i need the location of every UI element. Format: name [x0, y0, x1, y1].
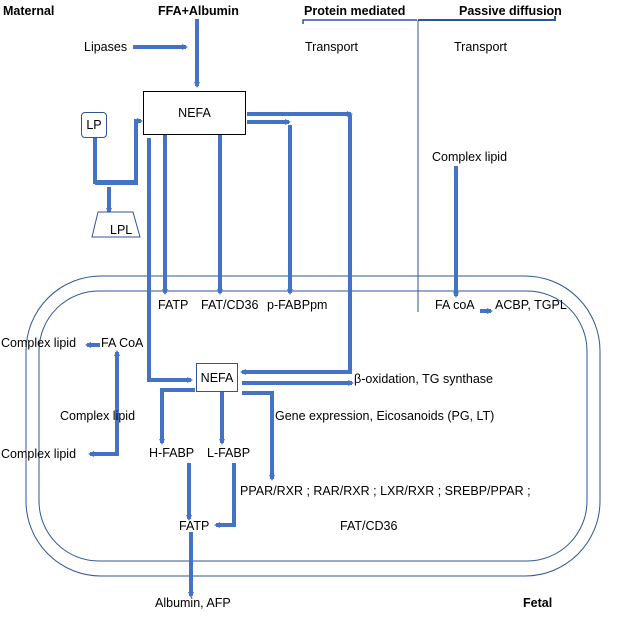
lp-box: LP [81, 112, 107, 138]
fatcd36-fetal-label: FAT/CD36 [340, 519, 398, 533]
protein-mediated-bracket [302, 19, 417, 24]
fatcd36-membrane-label: FAT/CD36 [201, 298, 259, 312]
pfabppm-membrane-label: p-FABPpm [267, 298, 328, 312]
ffa-albumin-label: FFA+Albumin [158, 4, 239, 18]
maternal-label: Maternal [3, 4, 55, 18]
nefa-fetal-label: NEFA [200, 370, 234, 385]
arrow-beta-ox-to-inner-nefa [240, 115, 352, 375]
header-divider [302, 16, 556, 312]
complex-lipid-maternal-label: Complex lipid [432, 150, 508, 164]
membrane-inner [38, 290, 588, 562]
nefa-maternal-label: NEFA [178, 106, 211, 120]
lipases-label: Lipases [84, 40, 128, 54]
gene-expression-label: Gene expression, Eicosanoids (PG, LT) [275, 409, 495, 423]
complex-lipid-fetal-1-label: Complex lipid [1, 336, 77, 350]
arrow-inner-nefa-to-hfabp [159, 388, 195, 445]
arrow-inner-nefa-to-gene-expression [242, 391, 275, 481]
hfabp-label: H-FABP [149, 446, 195, 460]
transport-label-passive: Transport [454, 40, 508, 54]
arrow-nefa-bypass-to-inner-nefa [147, 138, 193, 383]
arrow-lfabp-to-fatp [214, 463, 236, 528]
fatp-fetal-label: FATP [179, 519, 210, 533]
transport-label-protein: Transport [305, 40, 359, 54]
nefa-maternal-box: NEFA [143, 91, 246, 135]
fetal-label: Fetal [523, 596, 553, 610]
albumin-afp-label: Albumin, AFP [155, 596, 231, 610]
lpl-shape [91, 211, 141, 238]
lfabp-label: L-FABP [207, 446, 251, 460]
complex-lipid-fetal-2-label: Complex lipid [60, 409, 136, 423]
passive-diffusion-bracket [418, 16, 556, 21]
fatp-membrane-label: FATP [158, 298, 189, 312]
beta-oxidation-label: β-oxidation, TG synthase [354, 372, 493, 386]
passive-diffusion-label: Passive diffusion [459, 4, 562, 18]
acbp-tgpl-label: ACBP, TGPL [495, 298, 567, 312]
lp-label: LP [86, 118, 102, 132]
fetal-cell-membrane [25, 275, 601, 577]
arrow-complex-lipid-to-complex-lipid [88, 420, 119, 457]
protein-mediated-label: Protein mediated [304, 4, 406, 18]
facoa-fetal-label: FA CoA [101, 336, 144, 350]
receptors-label: PPAR/RXR ; RAR/RXR ; LXR/RXR ; SREBP/PPA… [240, 484, 531, 498]
nefa-fetal-box: NEFA [196, 363, 238, 392]
lpl-label: LPL [110, 223, 133, 237]
membrane-outer [25, 275, 601, 577]
complex-lipid-fetal-3-label: Complex lipid [1, 447, 77, 461]
facoa-membrane-label: FA coA [435, 298, 475, 312]
